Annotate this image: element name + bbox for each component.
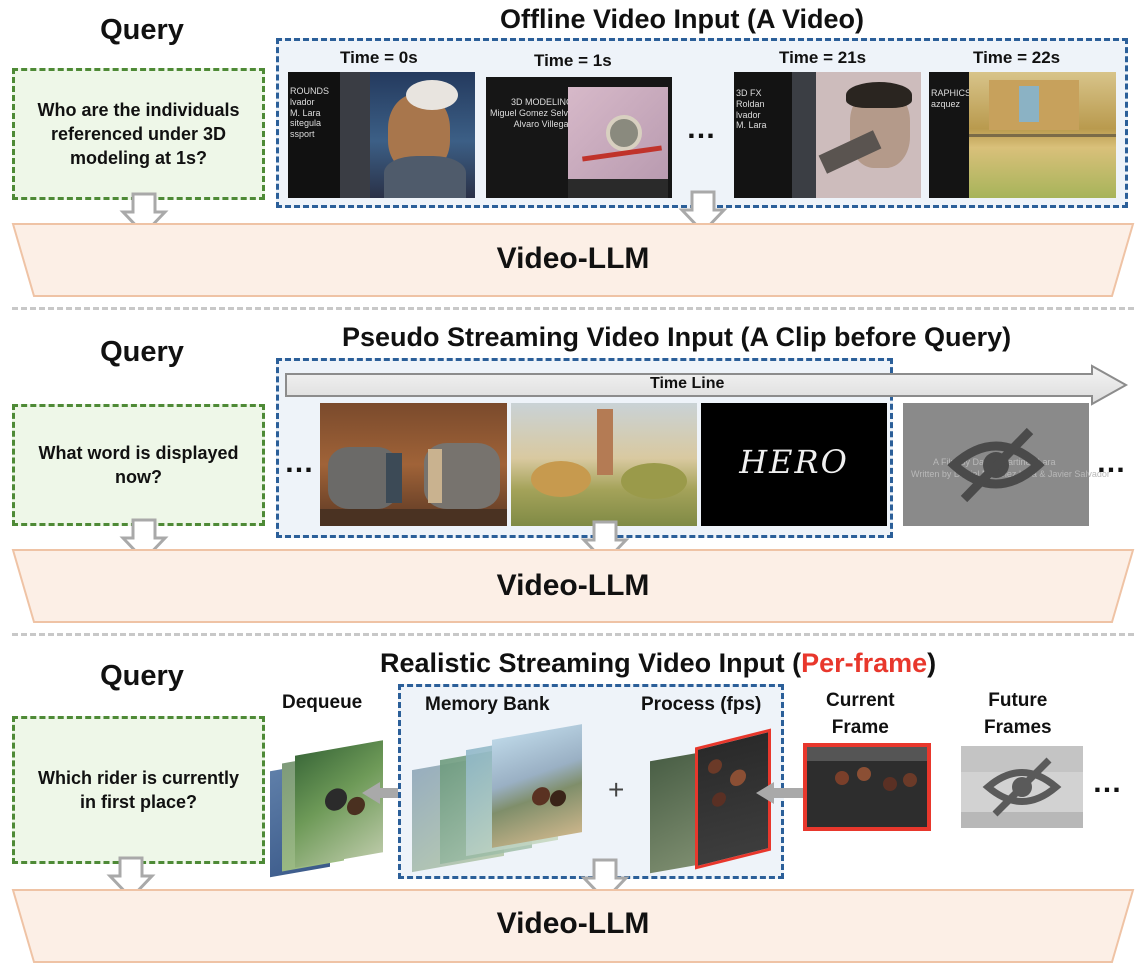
future-frames — [961, 746, 1083, 828]
query-box-2: What word is displayed now? — [12, 404, 265, 526]
video-frame-0s: ROUNDS lvador M. Lara sitegula ssport — [288, 72, 475, 198]
video-llm-block-3: Video-LLM — [11, 889, 1135, 963]
memory-bank-label: Memory Bank — [425, 694, 550, 715]
section-divider-1 — [12, 307, 1134, 310]
eye-slash-icon — [947, 427, 1045, 503]
ellipsis-1: … — [686, 112, 717, 145]
future-frames-label: Future Frames — [984, 690, 1052, 738]
down-arrow-icon — [106, 856, 156, 901]
time-label-0: Time = 0s — [340, 48, 418, 67]
future-caption-2: Written by Daniel Martinez Lara & Javier… — [911, 469, 1110, 479]
clip-frame-robots — [320, 403, 507, 526]
title-suffix: ) — [927, 648, 937, 678]
ellipsis-left-2: … — [284, 446, 315, 479]
query-text-2: What word is displayed now? — [38, 442, 239, 487]
video-llm-label-2: Video-LLM — [496, 569, 650, 602]
title-highlight: Per-frame — [801, 648, 928, 678]
current-frame — [803, 743, 931, 831]
frame-21-credits: 3D FX Roldan lvador M. Lara — [736, 88, 767, 131]
query-box-3: Which rider is currently in first place? — [12, 716, 265, 864]
down-arrow-icon — [678, 190, 728, 235]
hero-title-text: HERO — [739, 443, 849, 481]
realistic-streaming-title: Realistic Streaming Video Input (Per-fra… — [380, 648, 936, 679]
query-text-3: Which rider is currently in first place? — [37, 767, 240, 812]
plus-sign: + — [608, 774, 625, 805]
ellipsis-right-2: … — [1096, 446, 1127, 479]
timeline-arrow-icon — [285, 364, 1129, 406]
video-llm-block-2: Video-LLM — [11, 549, 1135, 623]
frame-1-credits: 3D MODELING Miguel Gomez Selva Alvaro Vi… — [490, 97, 574, 129]
video-llm-block-1: Video-LLM — [11, 223, 1135, 297]
clip-frame-hero-title: HERO — [701, 403, 887, 526]
frame-22-credits: RAPHICS azquez — [931, 88, 972, 109]
left-arrow-icon — [362, 782, 414, 804]
offline-video-title: Offline Video Input (A Video) — [500, 4, 864, 34]
section-divider-2 — [12, 633, 1134, 636]
time-label-21: Time = 21s — [779, 48, 867, 67]
video-frame-1s: 3D MODELING Miguel Gomez Selva Alvaro Vi… — [486, 77, 672, 198]
title-prefix: Realistic Streaming Video Input ( — [380, 648, 802, 678]
time-label-22: Time = 22s — [973, 48, 1061, 67]
future-frame-hidden: A Film by Daniel Martinez Lara Written b… — [903, 403, 1110, 526]
ellipsis-3: … — [1092, 766, 1123, 799]
frame-0-credits: ROUNDS lvador M. Lara sitegula ssport — [290, 86, 330, 140]
query-label-3: Query — [100, 660, 184, 692]
video-llm-label-1: Video-LLM — [496, 242, 650, 275]
video-llm-label-3: Video-LLM — [496, 907, 650, 940]
query-label-2: Query — [100, 336, 184, 368]
process-fps-label: Process (fps) — [641, 694, 762, 715]
left-arrow-icon — [756, 782, 808, 804]
query-label-1: Query — [100, 14, 184, 46]
current-frame-label: Current Frame — [826, 690, 895, 738]
timeline-label: Time Line — [650, 375, 725, 392]
query-text-1: Who are the individuals referenced under… — [37, 99, 240, 169]
pseudo-streaming-title: Pseudo Streaming Video Input (A Clip bef… — [342, 322, 1012, 352]
query-box-1: Who are the individuals referenced under… — [12, 68, 265, 200]
eye-slash-icon — [982, 757, 1062, 817]
time-label-1: Time = 1s — [534, 51, 612, 70]
video-frame-22s: RAPHICS azquez — [929, 72, 1116, 198]
video-frame-21s: 3D FX Roldan lvador M. Lara — [734, 72, 921, 198]
memory-frame-4 — [492, 724, 582, 848]
clip-frame-landscape — [511, 403, 697, 526]
dequeue-label: Dequeue — [282, 692, 363, 713]
